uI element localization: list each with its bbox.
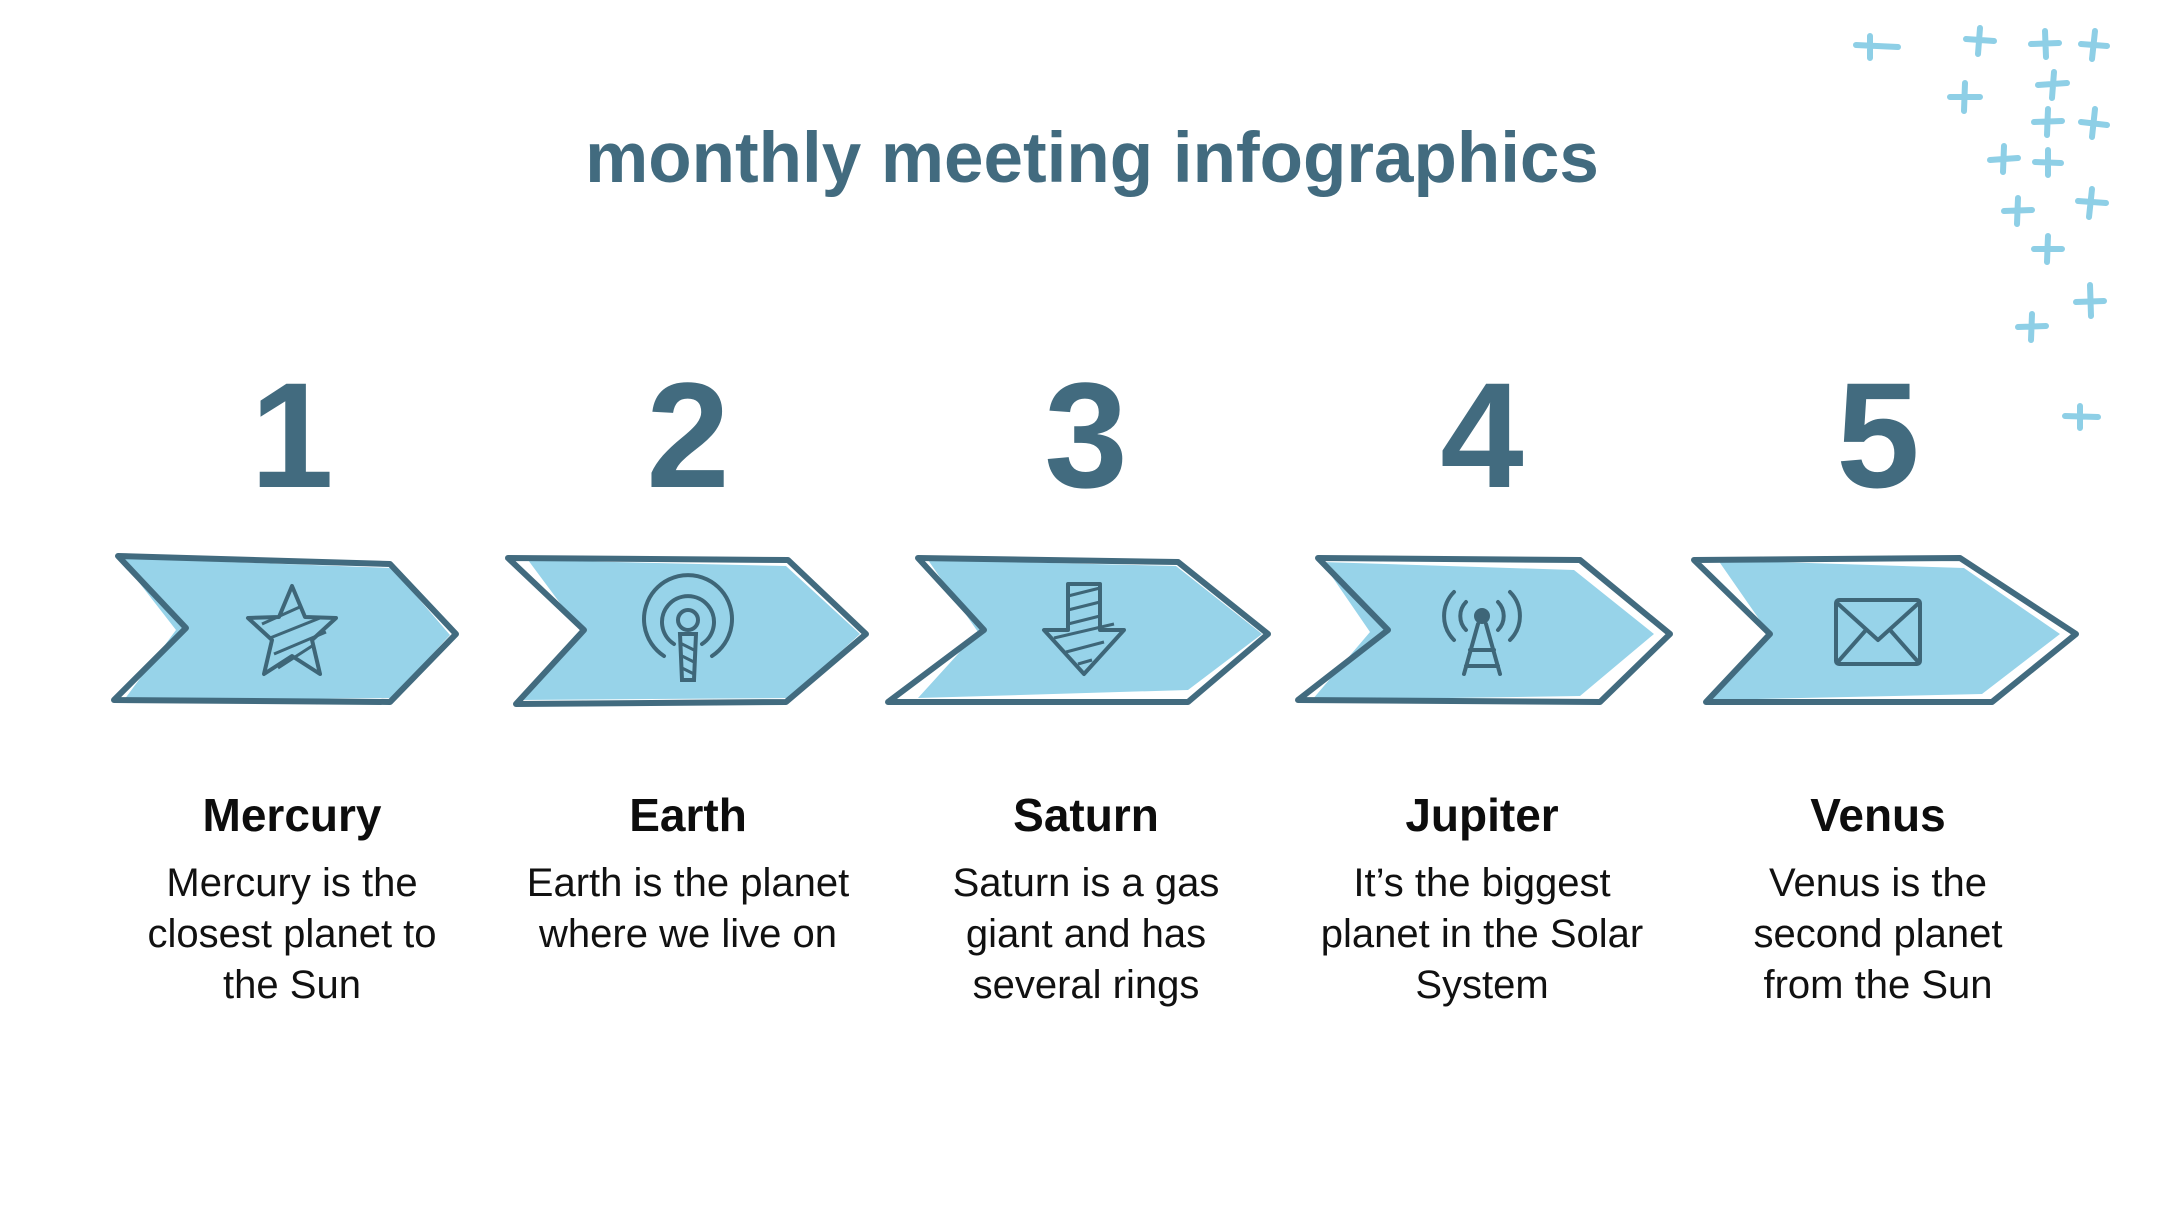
step-description: Mercury is the closest planet to the Sun xyxy=(147,861,437,1007)
chevron-arrow-shape xyxy=(1295,555,1673,705)
step-name: Mercury xyxy=(202,789,382,841)
chevron-arrow-shape xyxy=(111,553,459,705)
step-5: 5 Venus Venus is the second planet from … xyxy=(1658,360,2098,1020)
step-3: 3 Saturn Saturn is a gas giant and has s… xyxy=(866,360,1306,1020)
envelope-icon xyxy=(1834,598,1922,666)
chevron-arrow-shape xyxy=(505,555,869,707)
step-number: 3 xyxy=(1044,351,1128,519)
step-description: It’s the biggest planet in the Solar Sys… xyxy=(1320,861,1644,1007)
step-description: Venus is the second planet from the Sun xyxy=(1753,861,2003,1007)
step-name: Earth xyxy=(629,789,747,841)
page-title: monthly meeting infographics xyxy=(585,119,1599,198)
step-number: 2 xyxy=(646,351,730,519)
step-description: Earth is the planet where we live on xyxy=(526,861,850,956)
step-4: 4 Jupiter It’s the biggest planet in the… xyxy=(1262,360,1702,1020)
chevron-arrow-shape xyxy=(1691,555,2079,705)
podcast-icon xyxy=(642,573,734,682)
plus-pattern-decoration xyxy=(1853,25,2110,431)
arrow-down-icon xyxy=(1042,582,1126,676)
step-number: 4 xyxy=(1440,351,1524,519)
step-name: Venus xyxy=(1810,789,1946,841)
step-description: Saturn is a gas giant and has several ri… xyxy=(952,861,1220,1007)
star-icon xyxy=(246,584,338,676)
antenna-icon xyxy=(1442,590,1522,676)
step-name: Jupiter xyxy=(1405,789,1559,841)
step-1: 1 Mercury Mercury is the closest planet … xyxy=(72,360,512,1020)
step-2: 2 Earth Earth is the planet where we liv… xyxy=(468,360,908,1020)
step-name: Saturn xyxy=(1013,789,1159,841)
step-number: 1 xyxy=(250,351,334,519)
chevron-arrow-shape xyxy=(885,555,1271,705)
step-number: 5 xyxy=(1836,351,1920,519)
